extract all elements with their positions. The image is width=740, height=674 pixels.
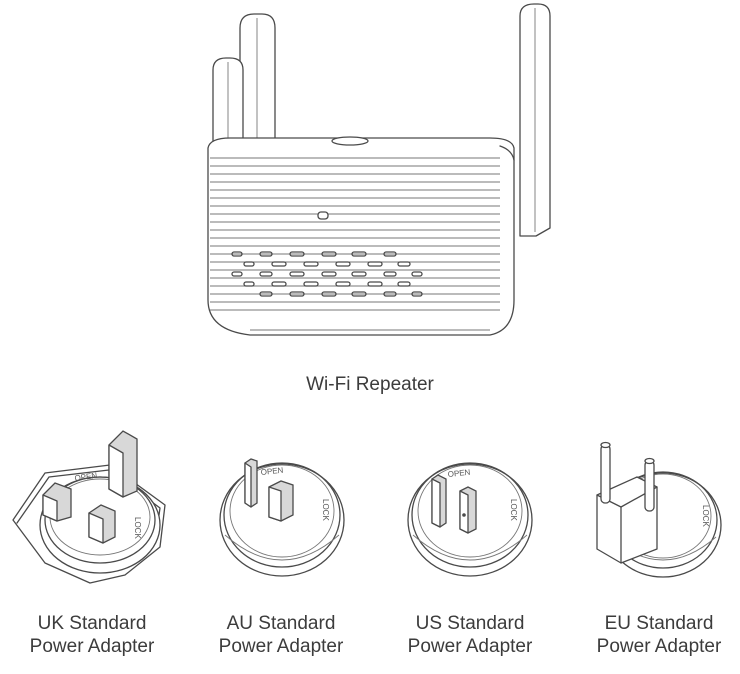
- uk-adapter-caption: UK Standard Power Adapter: [0, 612, 187, 658]
- open-label: OPEN: [447, 468, 471, 479]
- au-adapter-caption-line1: AU Standard: [226, 613, 336, 634]
- au-adapter-illustration: OPEN LOCK: [205, 425, 355, 595]
- eu-adapter-caption: EU Standard Power Adapter: [564, 612, 740, 658]
- open-label: OPEN: [74, 471, 98, 483]
- lock-label: LOCK: [321, 499, 330, 521]
- uk-adapter-caption-line2: Power Adapter: [29, 636, 155, 657]
- eu-adapter-caption-line2: Power Adapter: [596, 636, 722, 657]
- eu-adapter-caption-line1: EU Standard: [604, 613, 714, 634]
- uk-adapter-caption-line1: UK Standard: [37, 613, 147, 634]
- eu-adapter-illustration: LOCK: [585, 425, 735, 595]
- us-adapter-caption: US Standard Power Adapter: [375, 612, 565, 658]
- lock-label: LOCK: [701, 505, 710, 527]
- uk-adapter-illustration: OPEN LOCK: [5, 425, 175, 595]
- au-adapter-caption-line2: Power Adapter: [218, 636, 344, 657]
- au-adapter-caption: AU Standard Power Adapter: [186, 612, 376, 658]
- us-adapter-caption-line1: US Standard: [415, 613, 525, 634]
- open-label: OPEN: [260, 466, 284, 477]
- repeater-caption: Wi-Fi Repeater: [306, 374, 434, 395]
- us-adapter-caption-line2: Power Adapter: [407, 636, 533, 657]
- lock-label: LOCK: [509, 499, 518, 521]
- lock-label: LOCK: [133, 517, 142, 539]
- us-adapter-illustration: OPEN LOCK: [398, 425, 548, 595]
- wifi-repeater-illustration: [207, 3, 551, 336]
